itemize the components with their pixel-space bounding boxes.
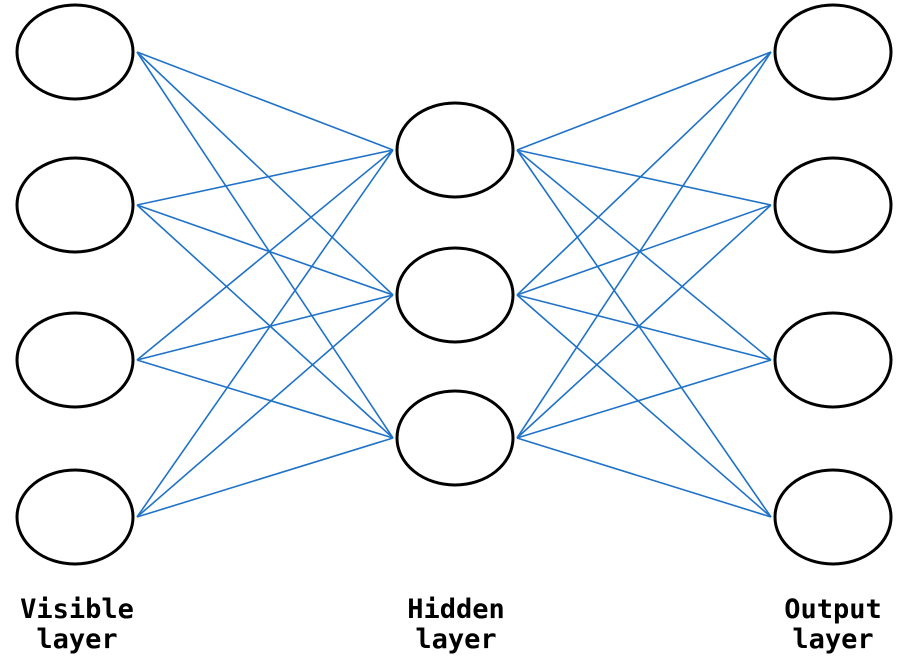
connection-visible-1-to-hidden-2 xyxy=(136,204,394,439)
connection-hidden-2-to-output-3 xyxy=(516,437,772,518)
connection-hidden-1-to-output-2 xyxy=(516,294,772,361)
connection-visible-3-to-hidden-0 xyxy=(136,149,394,518)
connection-hidden-2-to-output-1 xyxy=(516,204,772,439)
hidden-layer-label-line2: layer xyxy=(415,624,497,655)
visible-layer-label-line1: Visible xyxy=(20,594,134,625)
connection-hidden-0-to-output-1 xyxy=(516,149,772,206)
hidden-node-3 xyxy=(395,389,515,487)
output-node-2 xyxy=(773,156,893,254)
hidden-node-2 xyxy=(395,246,515,344)
output-layer-label: Output layer xyxy=(760,595,900,655)
connection-hidden-1-to-output-1 xyxy=(516,204,772,296)
visible-node-3 xyxy=(15,311,135,409)
connection-hidden-1-to-output-3 xyxy=(516,294,772,518)
connections-group xyxy=(136,51,772,518)
connection-hidden-2-to-output-0 xyxy=(516,51,772,439)
connection-hidden-0-to-output-2 xyxy=(516,149,772,361)
connection-visible-0-to-hidden-0 xyxy=(136,51,394,151)
connection-visible-2-to-hidden-1 xyxy=(136,294,394,361)
connection-hidden-0-to-output-0 xyxy=(516,51,772,151)
connection-visible-0-to-hidden-2 xyxy=(136,51,394,439)
connection-visible-2-to-hidden-2 xyxy=(136,359,394,439)
nodes-group xyxy=(15,3,893,566)
connection-hidden-2-to-output-2 xyxy=(516,359,772,439)
hidden-layer-label-line1: Hidden xyxy=(407,594,505,625)
connection-visible-0-to-hidden-1 xyxy=(136,51,394,296)
visible-node-1 xyxy=(15,3,135,101)
connection-visible-3-to-hidden-1 xyxy=(136,294,394,518)
connection-visible-2-to-hidden-0 xyxy=(136,149,394,361)
visible-layer-label-line2: layer xyxy=(36,624,118,655)
connection-hidden-1-to-output-0 xyxy=(516,51,772,296)
connection-hidden-0-to-output-3 xyxy=(516,149,772,518)
hidden-node-1 xyxy=(395,101,515,199)
hidden-layer-label: Hidden layer xyxy=(383,595,529,655)
output-layer-label-line2: layer xyxy=(792,624,874,655)
connection-visible-1-to-hidden-1 xyxy=(136,204,394,296)
visible-node-2 xyxy=(15,156,135,254)
output-node-3 xyxy=(773,311,893,409)
connection-visible-1-to-hidden-0 xyxy=(136,149,394,206)
output-node-4 xyxy=(773,468,893,566)
output-node-1 xyxy=(773,3,893,101)
visible-node-4 xyxy=(15,468,135,566)
output-layer-label-line1: Output xyxy=(784,594,882,625)
connection-visible-3-to-hidden-2 xyxy=(136,437,394,518)
visible-layer-label: Visible layer xyxy=(4,595,150,655)
